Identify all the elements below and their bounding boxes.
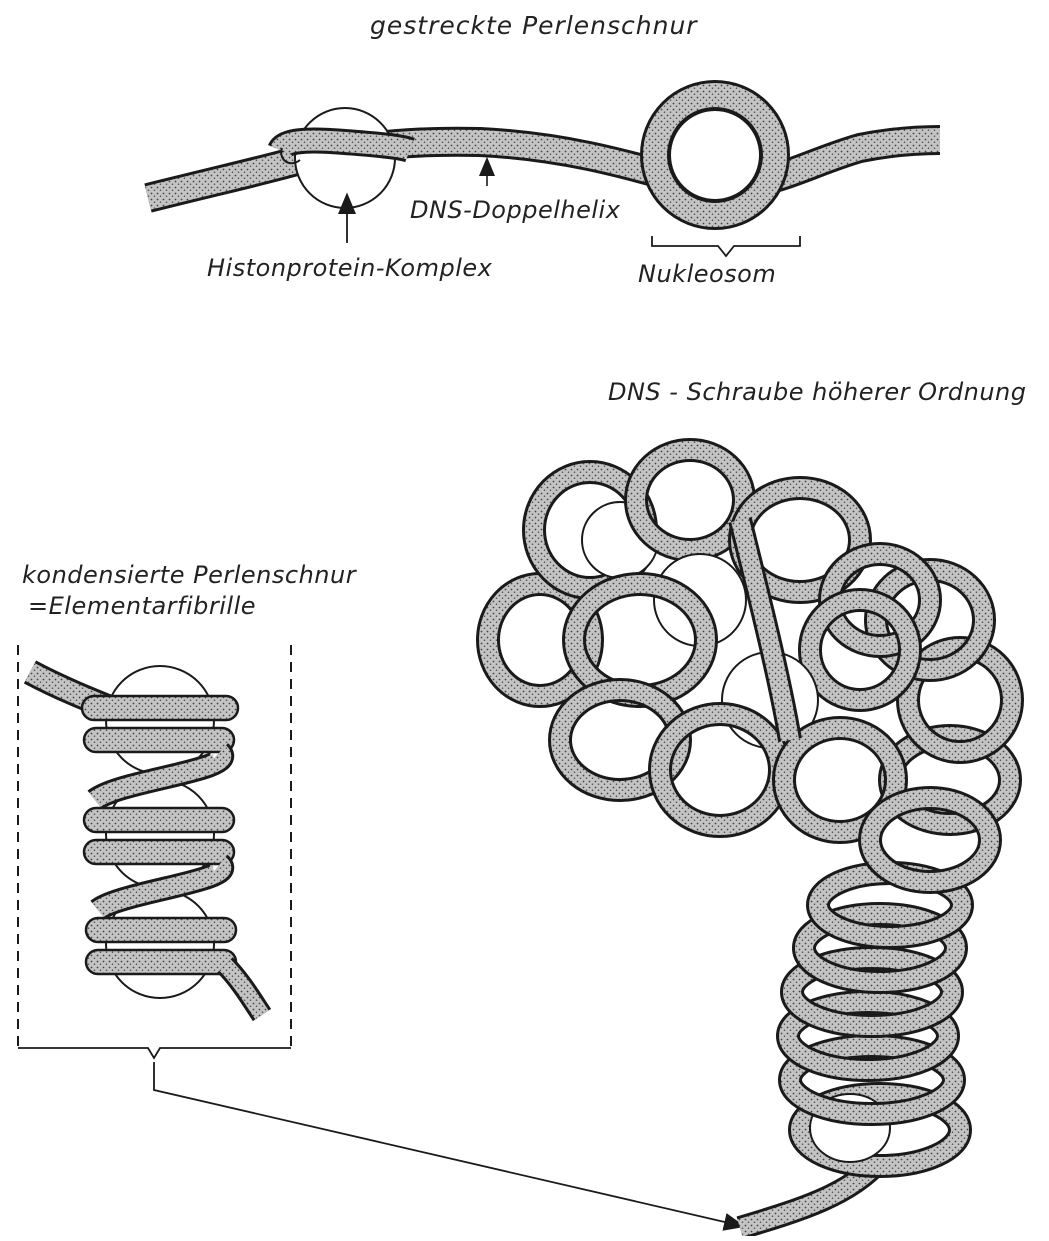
- lower-coil: [788, 873, 962, 1166]
- label-condensed-2: =Elementarfibrille: [28, 592, 256, 620]
- label-top-title: gestreckte Perlenschnur: [370, 11, 698, 40]
- label-dns-doppelhelix: DNS-Doppelhelix: [410, 196, 621, 224]
- higher-order-helix: [488, 450, 1012, 1228]
- fibril-bracket: [18, 1048, 291, 1058]
- label-histonprotein: Histonprotein-Komplex: [207, 254, 493, 282]
- condensed-fibril: [18, 645, 291, 1058]
- nucleosome-bracket: [652, 236, 800, 256]
- label-condensed-1: kondensierte Perlenschnur: [22, 561, 358, 589]
- label-higher-order: DNS - Schraube höherer Ordnung: [608, 378, 1027, 406]
- connector-arrow: [154, 1062, 742, 1226]
- upper-coil-mass: [488, 450, 1012, 882]
- extended-beads-string: [148, 95, 940, 256]
- label-nukleosom: Nukleosom: [638, 260, 776, 288]
